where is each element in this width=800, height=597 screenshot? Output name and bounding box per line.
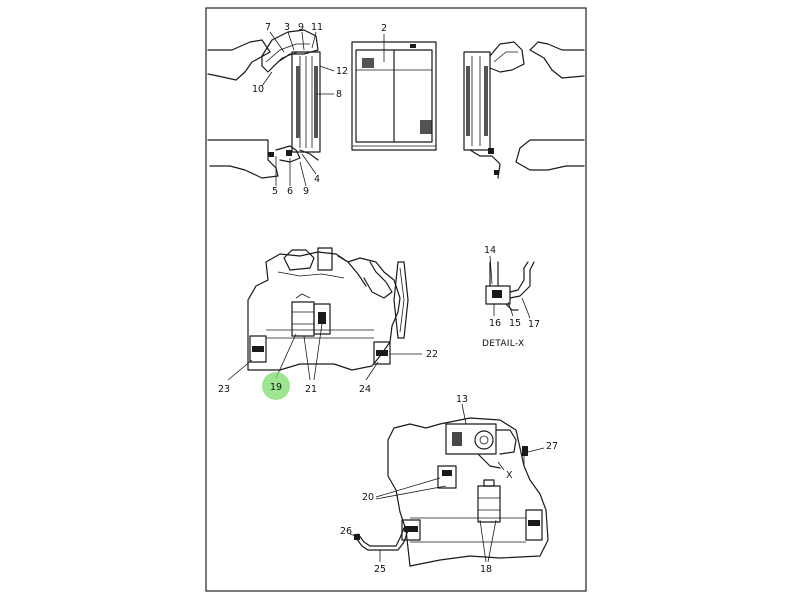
callout-13: 13 xyxy=(456,394,468,405)
detail-x-caption: DETAIL-X xyxy=(482,339,524,349)
callout-26: 26 xyxy=(340,526,352,537)
callout-20: 20 xyxy=(362,492,374,503)
callout-24: 24 xyxy=(359,384,371,395)
sheet-border xyxy=(205,7,587,592)
middle-leader-lines xyxy=(227,255,531,381)
callout-2: 2 xyxy=(381,23,387,34)
callout-x: X xyxy=(506,470,513,481)
callout-25: 25 xyxy=(374,564,386,575)
callout-11: 11 xyxy=(311,22,323,33)
callout-9-top: 9 xyxy=(298,22,304,33)
callout-16: 16 xyxy=(489,318,501,329)
lower-engine-drawing xyxy=(354,417,549,567)
callout-27: 27 xyxy=(546,441,558,452)
callout-14: 14 xyxy=(484,245,496,256)
lower-leader-lines xyxy=(349,403,545,563)
callout-19: 19 xyxy=(270,382,282,393)
middle-engine-drawing xyxy=(247,247,409,371)
callout-8: 8 xyxy=(336,89,342,100)
callout-3: 3 xyxy=(284,22,290,33)
callout-22: 22 xyxy=(426,349,438,360)
callout-4: 4 xyxy=(314,174,320,185)
callout-6: 6 xyxy=(287,186,293,197)
callout-5: 5 xyxy=(272,186,278,197)
detail-x-drawing xyxy=(485,261,535,311)
callout-15: 15 xyxy=(509,318,521,329)
callout-21: 21 xyxy=(305,384,317,395)
callout-23: 23 xyxy=(218,384,230,395)
callout-7: 7 xyxy=(265,22,271,33)
highlight-marker xyxy=(262,372,290,400)
callout-10: 10 xyxy=(252,84,264,95)
upper-assembly-drawing xyxy=(207,29,585,179)
callout-12: 12 xyxy=(336,66,348,77)
callout-18: 18 xyxy=(480,564,492,575)
upper-leader-lines xyxy=(261,31,385,187)
callout-9-bottom: 9 xyxy=(303,186,309,197)
callout-17: 17 xyxy=(528,319,540,330)
